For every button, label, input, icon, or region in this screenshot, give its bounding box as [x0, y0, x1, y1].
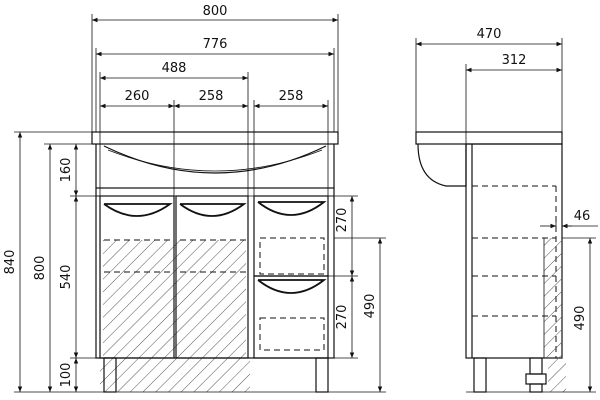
- dim-height-doors: 540: [59, 265, 74, 290]
- front-dimensions: 800 776 488 260 258 258 840 800 160 540 …: [3, 4, 386, 393]
- basin-top: [91, 131, 339, 188]
- dim-depth-body: 312: [502, 53, 527, 68]
- side-view: [415, 131, 566, 393]
- dim-height-legs: 100: [59, 363, 74, 388]
- dim-height-upper-drawer: 270: [335, 208, 350, 233]
- dim-width-right-drawers: 258: [279, 89, 304, 104]
- dim-width-total: 800: [203, 4, 228, 19]
- left-door: [99, 195, 175, 359]
- dim-side-floor-to-drawer: 490: [573, 306, 588, 331]
- dim-depth-total: 470: [477, 27, 502, 42]
- right-drawers: [253, 195, 329, 359]
- dim-height-total: 840: [3, 250, 18, 275]
- dim-width-basin: 776: [203, 37, 228, 52]
- dim-offset-rear: 46: [574, 209, 591, 224]
- dim-width-middle-door: 258: [199, 89, 224, 104]
- dim-width-doors: 488: [162, 61, 187, 76]
- side-legs: [466, 357, 566, 393]
- front-legs: [96, 357, 334, 393]
- side-basin: [415, 131, 563, 187]
- dim-width-left-door: 260: [125, 89, 150, 104]
- dim-height-floor-to-drawer: 490: [363, 294, 378, 319]
- front-view: [91, 131, 339, 393]
- dim-height-body: 800: [33, 256, 48, 281]
- side-dimensions: 470 312 46 490: [415, 27, 598, 393]
- dim-height-top: 160: [59, 158, 74, 183]
- front-hatching: [100, 240, 250, 392]
- middle-door: [175, 195, 249, 359]
- dim-height-lower-drawer: 270: [335, 305, 350, 330]
- side-cabinet: [465, 143, 563, 359]
